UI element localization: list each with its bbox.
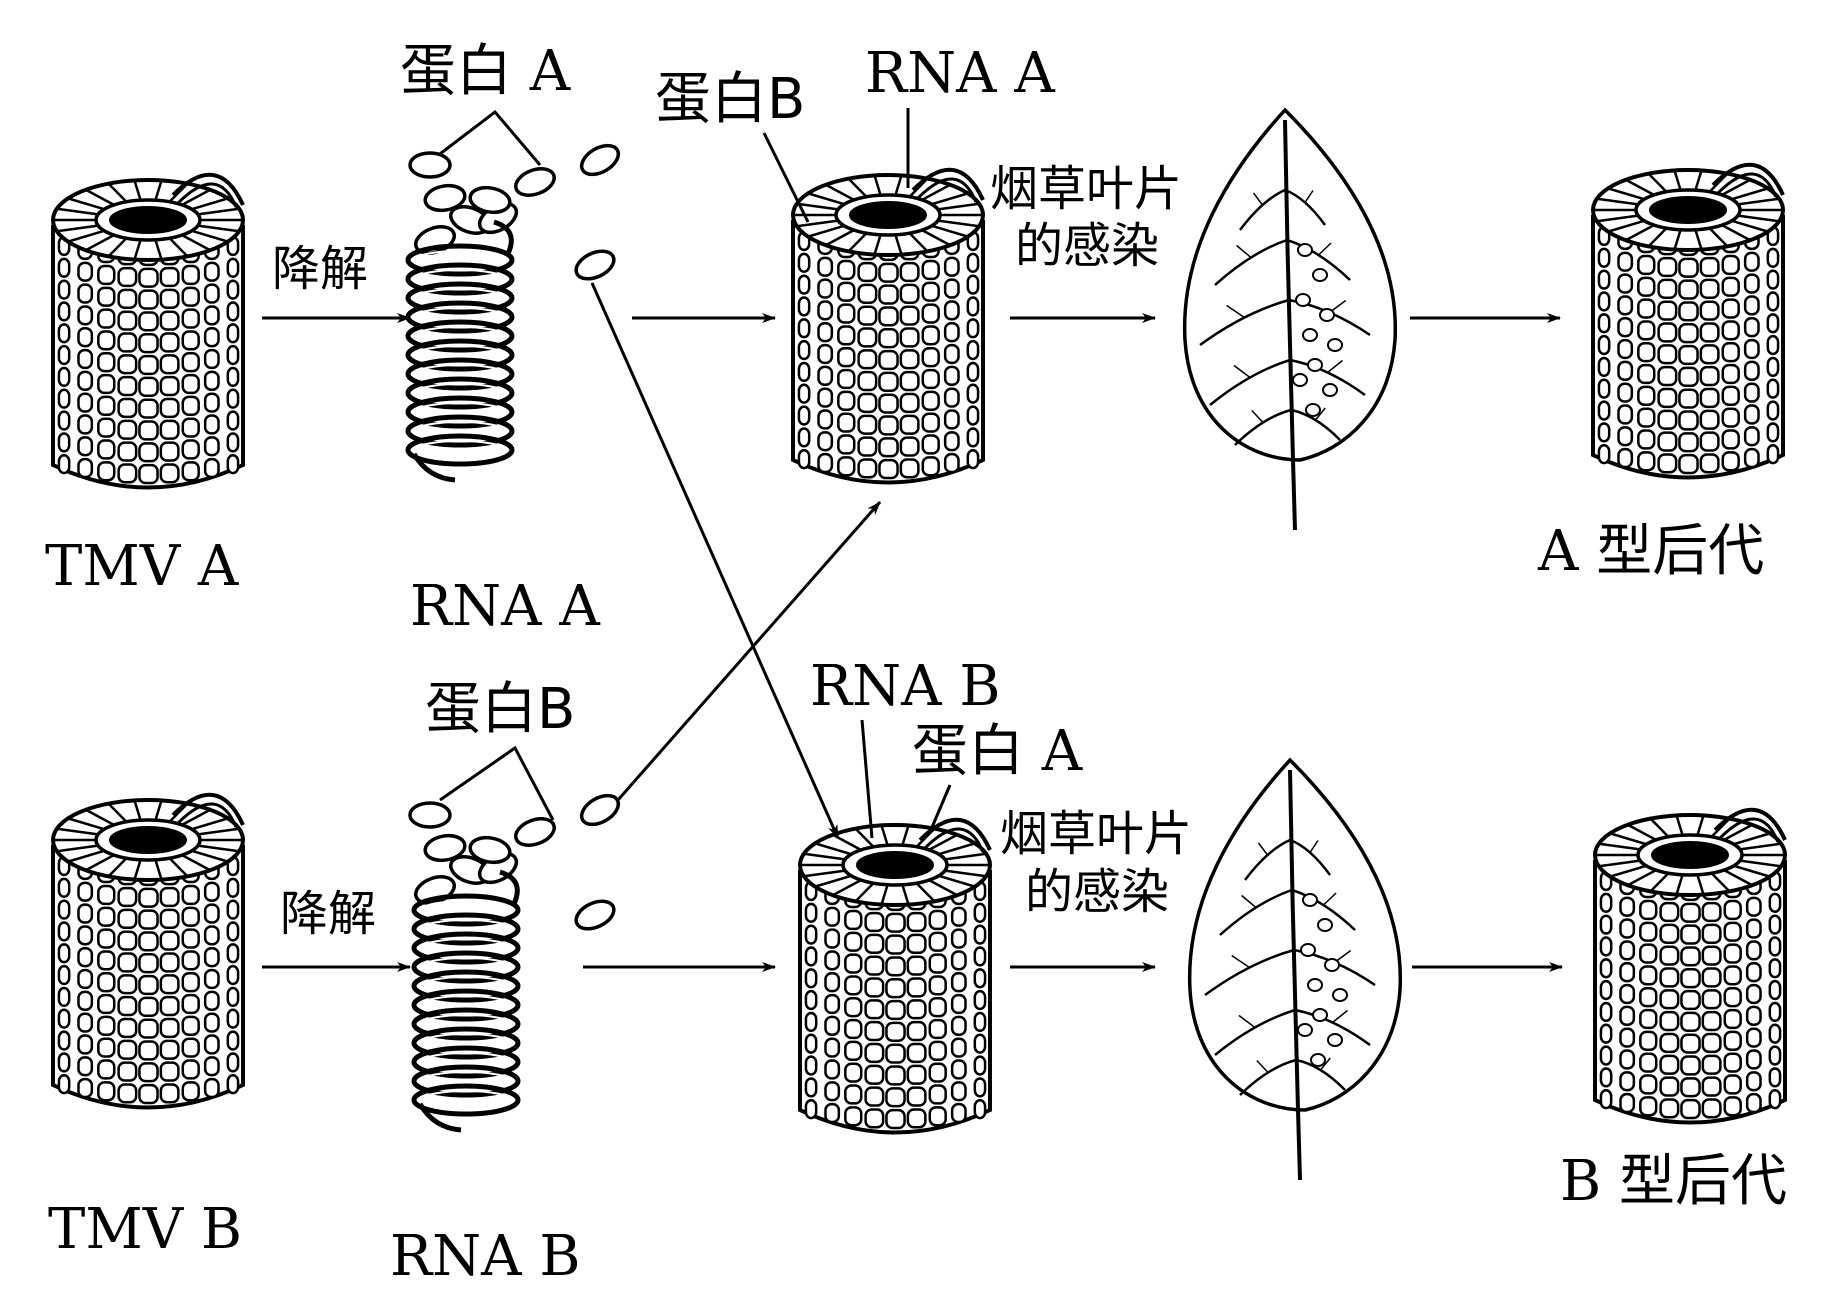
hybrid-a-rna-label: RNA A [865,41,1055,106]
offspring-a-label: A 型后代 [1537,519,1764,584]
tmv-a-virus-icon [51,172,245,490]
infect-label-a-1: 烟草叶片 [990,161,1182,217]
hybrid-b-protein-pointer [928,784,952,833]
tmv-a-label: TMV A [45,534,239,599]
protein-b-fragments-icon [408,793,621,931]
infect-label-b-1: 烟草叶片 [1000,806,1192,862]
tobacco-leaf-b-icon [1187,757,1403,1181]
rna-a-label: RNA A [410,574,600,639]
cross-arrow-protein-a-to-hybrid-b [590,282,840,839]
cross-arrow-protein-b-to-hybrid-a [616,501,882,801]
hybrid-b-rna-label: RNA B [810,654,1001,719]
protein-b-pointer [439,745,555,821]
hybrid-b-rna-pointer [860,719,874,839]
degrade-label-b: 降解 [280,886,376,942]
offspring-b-label: B 型后代 [1560,1149,1787,1214]
infect-label-b-2: 的感染 [1025,864,1169,920]
infect-label-a-2: 的感染 [1015,218,1159,274]
offspring-b-virus-icon [1593,807,1787,1125]
hybrid-a-protein-label: 蛋白B [655,67,805,132]
hybrid-b-protein-label: 蛋白 A [912,719,1083,784]
protein-a-pointer [431,109,542,166]
tobacco-leaf-a-icon [1182,107,1398,531]
hybrid-a-virus-icon [791,167,985,485]
tmv-b-label: TMV B [48,1197,242,1262]
protein-a-fragments-icon [408,143,621,281]
rna-b-coil-icon [411,869,521,1133]
rna-b-label: RNA B [390,1224,581,1289]
hybrid-a-protein-pointer [762,132,810,223]
offspring-a-virus-icon [1591,162,1785,480]
tmv-b-virus-icon [51,792,245,1110]
hybrid-b-virus-icon [798,817,992,1135]
protein-a-label-top: 蛋白 A [400,39,571,104]
degrade-label-a: 降解 [272,241,368,297]
protein-b-label-bottom: 蛋白B [425,677,575,742]
rna-a-coil-icon [405,219,515,483]
